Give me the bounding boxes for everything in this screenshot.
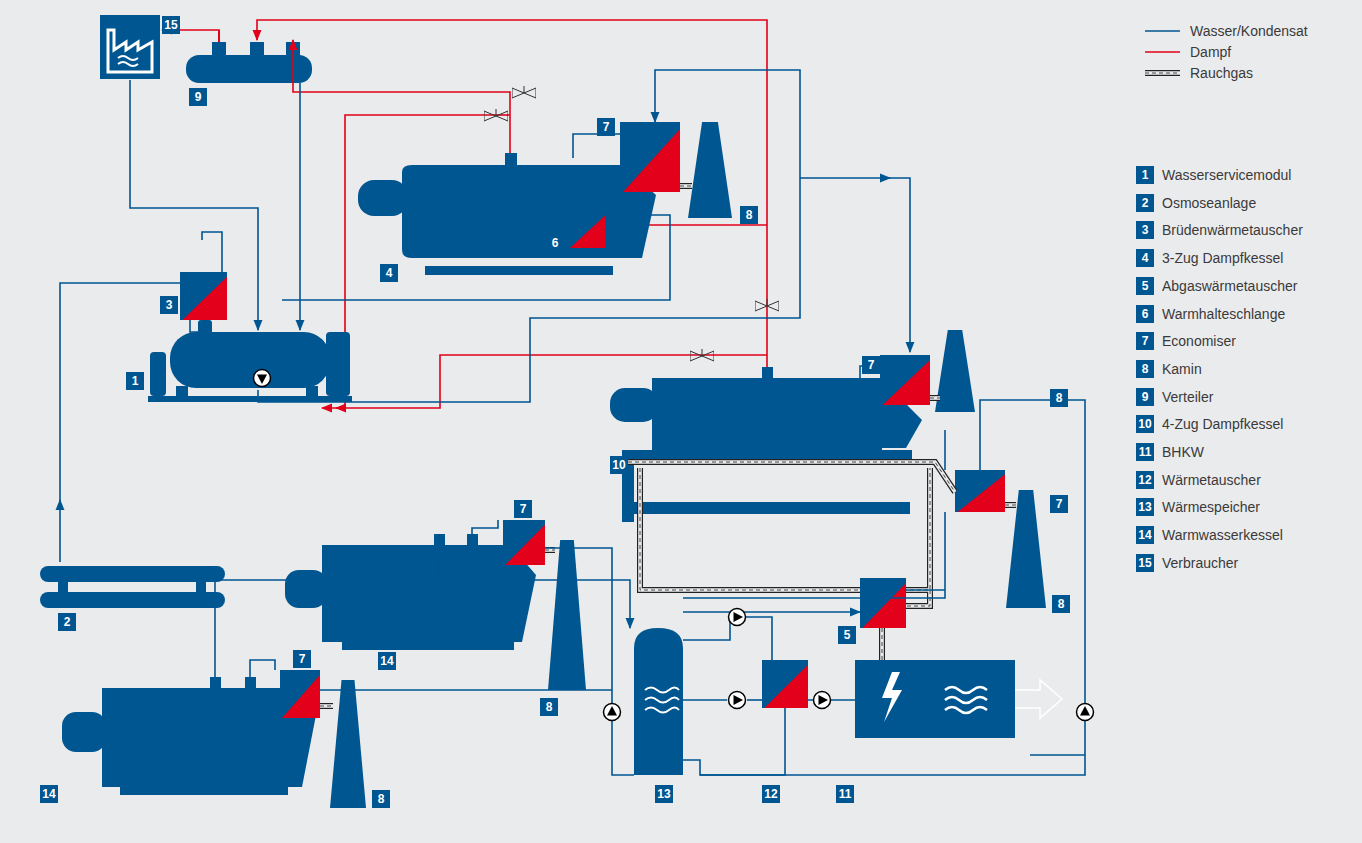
callout-number: 14 xyxy=(378,652,396,670)
key-text: Wasserservicemodul xyxy=(1162,166,1291,184)
key-number: 10 xyxy=(1136,415,1154,433)
legend-text: Rauchgas xyxy=(1190,64,1253,82)
legend-line xyxy=(1145,51,1180,53)
key-text: 4-Zug Dampfkessel xyxy=(1162,415,1283,433)
key-text: 3-Zug Dampfkessel xyxy=(1162,249,1283,267)
callout-number: 9 xyxy=(189,88,207,106)
flue-gas-line xyxy=(930,395,940,401)
callout-number: 7 xyxy=(293,650,311,668)
flue-gas-line xyxy=(879,628,885,660)
callout-number: 8 xyxy=(1050,389,1068,407)
key-number: 1 xyxy=(1136,166,1154,184)
key-number: 6 xyxy=(1136,305,1154,323)
callout-number: 8 xyxy=(540,698,558,716)
flue-gas-line xyxy=(930,396,940,400)
callout-number: 1 xyxy=(126,372,144,390)
legend-text: Dampf xyxy=(1190,43,1231,61)
key-text: Economiser xyxy=(1162,332,1236,350)
callout-number: 15 xyxy=(162,16,180,34)
key-text: BHKW xyxy=(1162,443,1204,461)
callout-number: 3 xyxy=(160,296,178,314)
key-number: 8 xyxy=(1136,360,1154,378)
key-text: Kamin xyxy=(1162,360,1202,378)
key-text: Abgaswärmetauscher xyxy=(1162,277,1297,295)
legend-line xyxy=(1145,30,1180,32)
flue-gas-line xyxy=(1005,502,1016,508)
flue-gas-line xyxy=(545,550,555,551)
key-number: 2 xyxy=(1136,194,1154,212)
callout-number: 13 xyxy=(655,785,673,803)
key-text: Warmwasserkessel xyxy=(1162,526,1283,544)
flue-gas-line xyxy=(930,398,940,399)
flue-gas-line xyxy=(880,628,884,660)
callout-number: 14 xyxy=(40,785,58,803)
flue-gas-line xyxy=(1005,505,1016,506)
flue-gas-line xyxy=(680,184,692,188)
callout-number: 5 xyxy=(838,626,856,644)
legend-text: Wasser/Kondensat xyxy=(1190,22,1308,40)
key-text: Warmhalteschlange xyxy=(1162,305,1285,323)
flue-gas-line xyxy=(320,703,333,709)
flue-gas-line xyxy=(1005,503,1016,507)
callout-number: 7 xyxy=(597,118,615,136)
flue-gas-line xyxy=(320,704,333,708)
flue-gas-line xyxy=(628,462,955,492)
key-text: Wärmespeicher xyxy=(1162,498,1260,516)
callout-number: 12 xyxy=(762,785,780,803)
callout-number: 10 xyxy=(610,456,628,474)
key-text: Verbraucher xyxy=(1162,554,1238,572)
key-number: 5 xyxy=(1136,277,1154,295)
callout-number: 11 xyxy=(836,785,854,803)
callout-number: 8 xyxy=(372,790,390,808)
flue-gas-line xyxy=(680,183,692,189)
flue-gas-line xyxy=(882,628,883,660)
callout-number: 2 xyxy=(58,613,76,631)
callout-number: 8 xyxy=(1052,595,1070,613)
flue-gas-line xyxy=(628,462,955,492)
key-number: 15 xyxy=(1136,554,1154,572)
flue-gas-line xyxy=(1145,70,1180,76)
key-number: 12 xyxy=(1136,471,1154,489)
callout-number: 7 xyxy=(1050,495,1068,513)
key-number: 3 xyxy=(1136,221,1154,239)
flue-gas-line xyxy=(320,706,333,707)
callout-number: 4 xyxy=(380,264,398,282)
flue-gas-line xyxy=(1145,71,1180,75)
key-number: 11 xyxy=(1136,443,1154,461)
key-text: Verteiler xyxy=(1162,388,1213,406)
key-text: Brüdenwärmetauscher xyxy=(1162,221,1303,239)
key-number: 4 xyxy=(1136,249,1154,267)
key-number: 7 xyxy=(1136,332,1154,350)
key-number: 9 xyxy=(1136,388,1154,406)
callout-number: 7 xyxy=(514,500,532,518)
flue-gas-line xyxy=(1145,73,1180,74)
callout-number: 8 xyxy=(740,206,758,224)
key-text: Wärmetauscher xyxy=(1162,471,1261,489)
key-number: 14 xyxy=(1136,526,1154,544)
callout-number: 7 xyxy=(862,356,880,374)
flue-gas-line xyxy=(628,462,955,492)
flue-gas-line xyxy=(680,186,692,187)
key-text: Osmoseanlage xyxy=(1162,194,1256,212)
callout-number: 6 xyxy=(546,234,564,252)
key-number: 13 xyxy=(1136,498,1154,516)
